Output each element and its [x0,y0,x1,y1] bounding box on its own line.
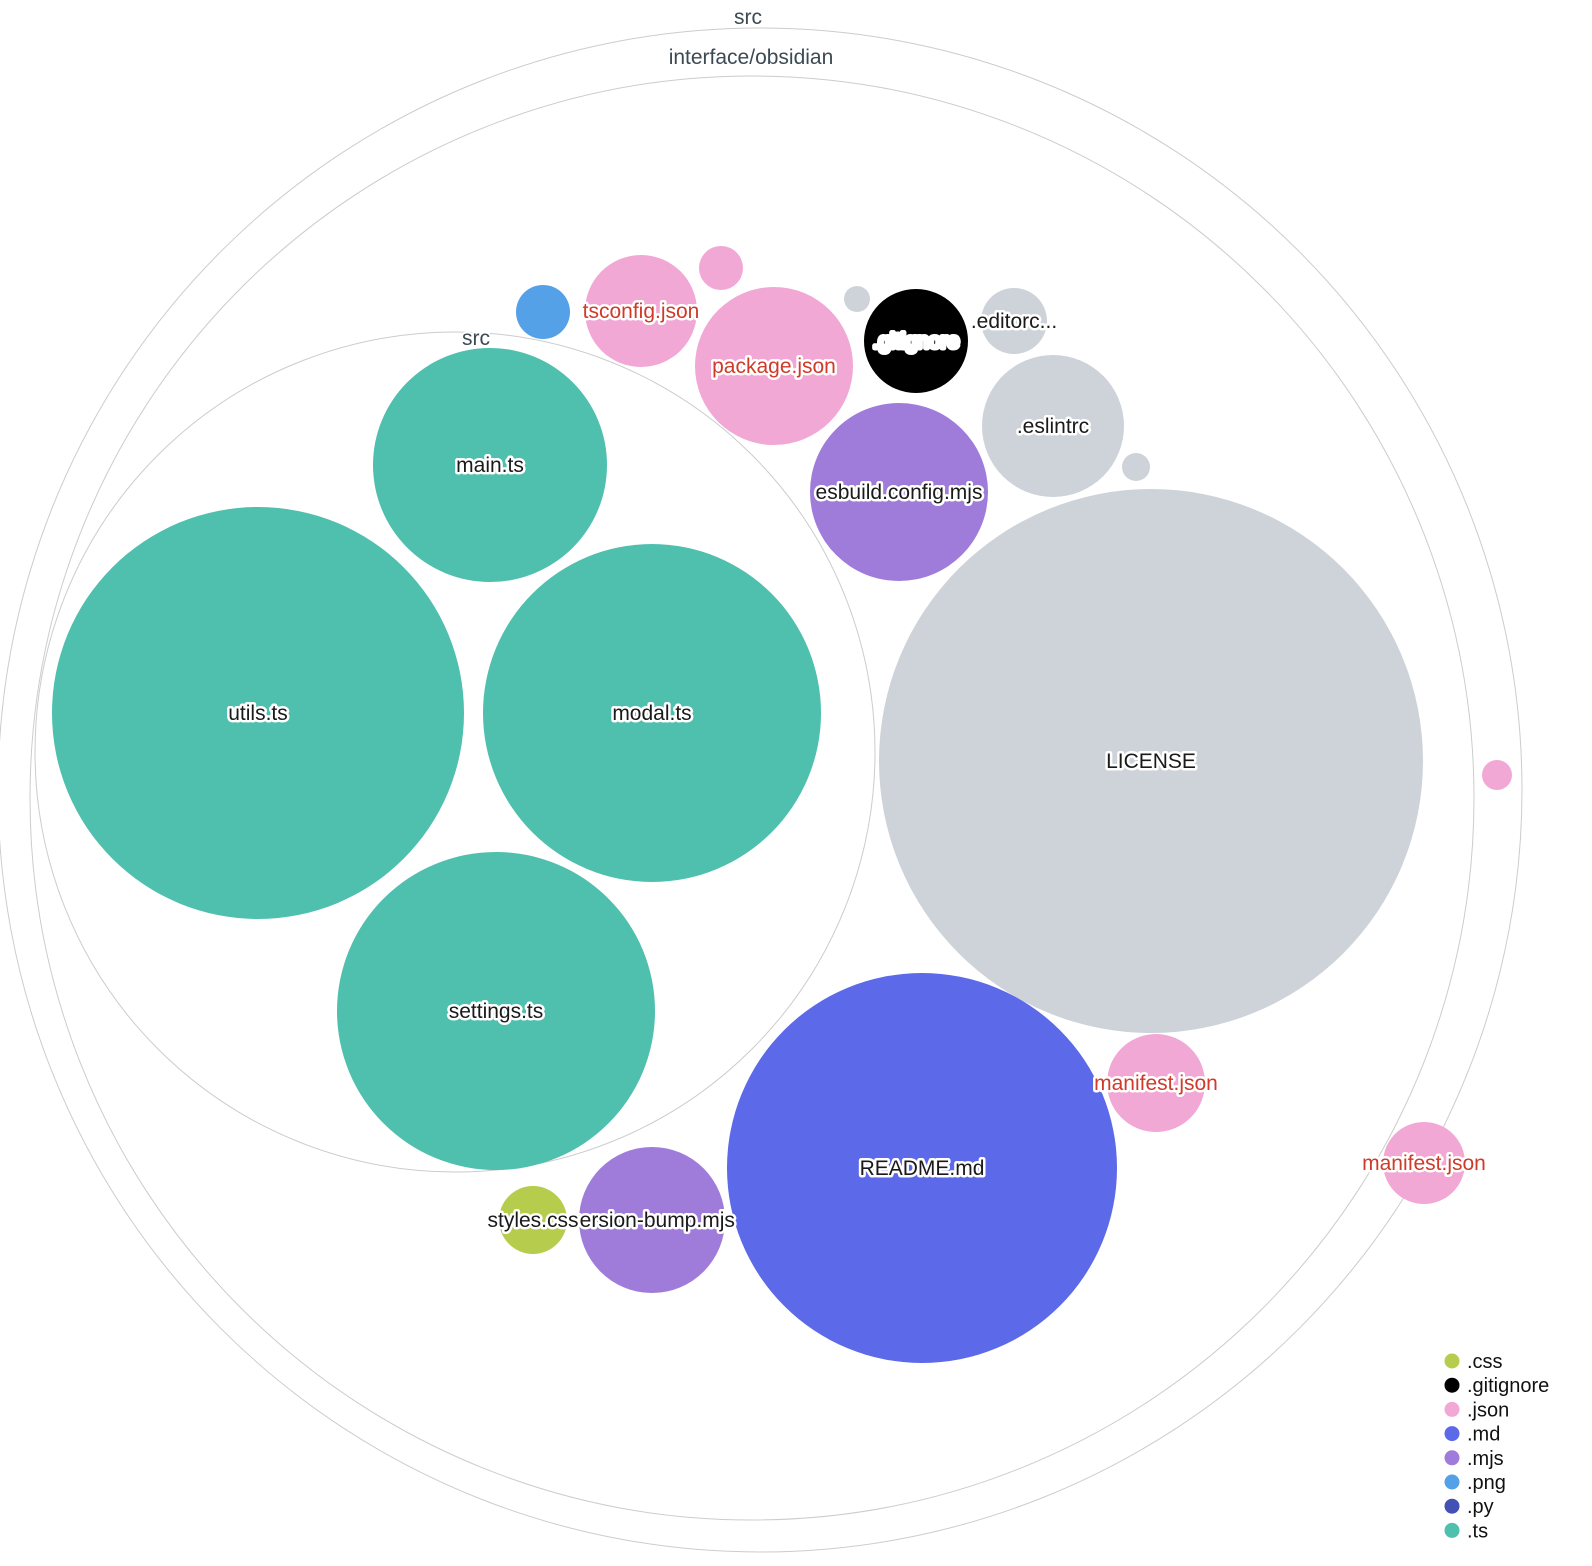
legend-swatch-.ts [1444,1522,1460,1538]
file-label-.gitignore: .gitignore [873,330,959,353]
file-label-README.md: README.md [860,1157,985,1180]
file-bubble-version-bump.mjs [579,1147,725,1293]
file-bubble-manifest.json [1383,1122,1465,1204]
legend-label-.css: .css [1467,1351,1503,1373]
file-bubble-package.json [695,287,853,445]
file-bubble-utils.ts [52,507,464,919]
legend-swatch-.py [1444,1498,1460,1514]
legend-swatch-.mjs [1444,1450,1460,1466]
legend-swatch-.json [1444,1401,1460,1417]
file-label-utils.ts: utils.ts [228,702,288,725]
file-bubble-modal.ts [483,544,821,882]
file-bubble-main.ts [373,348,607,582]
file-bubble-.gitignore [864,289,968,393]
file-bubble-unlabeled-json-19 [1482,760,1512,790]
file-bubble-LICENSE [879,489,1423,1033]
legend-label-.gitignore: .gitignore [1467,1375,1549,1397]
file-label-settings.ts: settings.ts [449,1000,544,1023]
legend-label-.json: .json [1467,1399,1509,1421]
file-bubble-settings.ts [337,852,655,1170]
file-label-manifest.json: manifest.json [1362,1152,1486,1175]
file-bubble-unlabeled-png-4 [516,285,570,339]
file-label-main.ts: main.ts [456,454,524,477]
file-bubble-README.md [727,973,1117,1363]
file-label-LICENSE: LICENSE [1106,750,1196,773]
legend-label-.ts: .ts [1467,1520,1488,1542]
file-bubble-.editorc... [981,288,1047,354]
legend-label-.png: .png [1467,1472,1506,1494]
legend-swatch-.png [1444,1474,1460,1490]
file-label-manifest.json: manifest.json [1094,1072,1218,1095]
folder-label-2-src: src [462,327,490,350]
file-bubble-manifest.json [1107,1034,1205,1132]
file-label-tsconfig.json: tsconfig.json [583,300,700,323]
file-bubble-unlabeled-other-12 [1122,453,1150,481]
folder-circle-0-src [0,27,1523,1553]
legend-label-.mjs: .mjs [1467,1448,1504,1470]
file-label-styles.css: styles.css [487,1209,578,1232]
file-label-version-bump.mjs: version-bump.mjs [569,1209,735,1232]
file-bubble-.eslintrc [982,355,1124,497]
legend-swatch-.gitignore [1444,1377,1460,1393]
file-label-.editorc...: .editorc... [971,310,1057,333]
folder-label-1-interface/obsidian: interface/obsidian [669,46,834,69]
file-bubble-esbuild.config.mjs [810,403,988,581]
file-bubble-unlabeled-json-6 [699,246,743,290]
file-bubble-unlabeled-other-8 [844,286,870,312]
folder-circle-1-interface/obsidian [29,75,1475,1521]
legend-swatch-.md [1444,1426,1460,1442]
file-label-esbuild.config.mjs: esbuild.config.mjs [816,481,983,504]
legend-label-.py: .py [1467,1496,1494,1518]
legend-label-.md: .md [1467,1424,1500,1446]
file-label-.eslintrc: .eslintrc [1017,415,1089,438]
file-bubble-tsconfig.json [585,255,697,367]
legend-swatch-.css [1444,1353,1460,1369]
folder-label-0-src: src [734,6,762,29]
file-bubble-styles.css [499,1186,567,1254]
file-label-package.json: package.json [712,355,836,378]
file-label-modal.ts: modal.ts [612,702,691,725]
folder-circle-2-src [34,331,876,1173]
